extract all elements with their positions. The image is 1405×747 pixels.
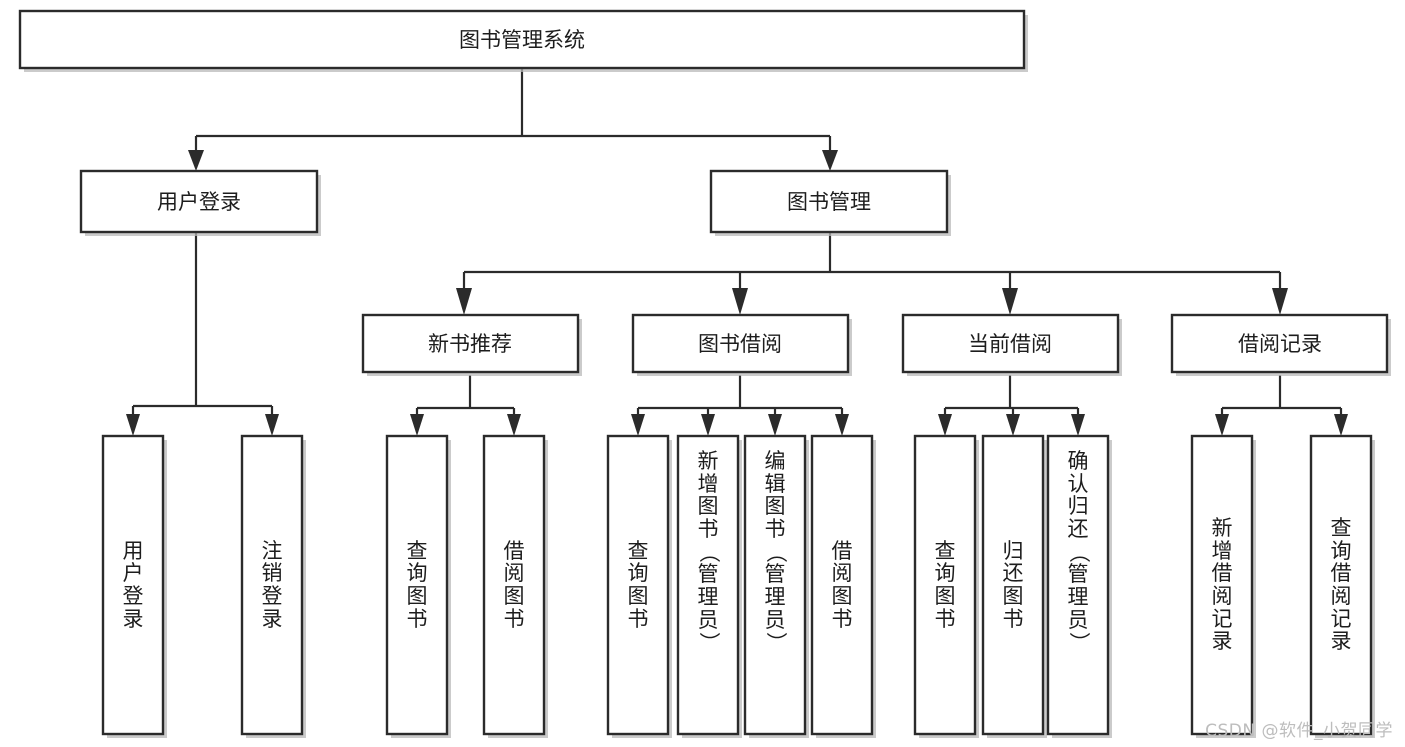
leaf-rect-return-book[interactable]: [981, 434, 1045, 736]
connector-group-new-book-recommend: [410, 375, 521, 436]
leaf-rect-edit-book[interactable]: [743, 434, 807, 736]
leaf-rect-add-book[interactable]: [676, 434, 740, 736]
leaf-rect-logout[interactable]: [240, 434, 304, 736]
leaf-rect-query-book-1[interactable]: [385, 434, 449, 736]
leaf-rect-borrow-book-1[interactable]: [482, 434, 546, 736]
csdn-watermark: CSDN @软件_小贺同学: [1205, 721, 1393, 741]
arrow-head-leaf-query-book-2: [631, 414, 645, 436]
node-root[interactable]: 图书管理系统: [18, 9, 1028, 72]
connector-group-borrow-record: [1215, 375, 1348, 436]
node-book-borrow[interactable]: 图书借阅: [631, 313, 852, 376]
arrow-head-leaf-query-book-3: [938, 414, 952, 436]
leaf-rect-query-book-3[interactable]: [913, 434, 977, 736]
arrow-head-leaf-edit-book: [768, 414, 782, 436]
node-new-book-recommend[interactable]: 新书推荐: [361, 313, 582, 376]
arrow-head-leaf-confirm-return: [1071, 414, 1085, 436]
arrow-head-user-login: [188, 150, 204, 171]
node-root-rect[interactable]: [18, 9, 1026, 70]
connector-group-user-login: [126, 232, 279, 436]
node-current-borrow[interactable]: 当前借阅: [901, 313, 1122, 376]
node-user-login[interactable]: 用户登录: [79, 169, 321, 236]
node-book-management-rect[interactable]: [709, 169, 949, 234]
connector-group-current-borrow: [938, 375, 1085, 436]
leaf-rect-query-record[interactable]: [1309, 434, 1373, 736]
node-new-book-recommend-rect[interactable]: [361, 313, 580, 374]
leaf-rect-confirm-return[interactable]: [1046, 434, 1110, 736]
arrow-head-leaf-borrow-book-1: [507, 414, 521, 436]
connector-group-book-management: [456, 232, 1288, 315]
leaf-rect-user-login[interactable]: [101, 434, 165, 736]
arrow-head-leaf-query-book-1: [410, 414, 424, 436]
arrow-head-new-book-recommend: [456, 288, 472, 315]
node-borrow-record-rect[interactable]: [1170, 313, 1389, 374]
leaf-rect-query-book-2[interactable]: [606, 434, 670, 736]
arrow-head-borrow-record: [1272, 288, 1288, 315]
node-current-borrow-label: 当前借阅: [968, 332, 1052, 356]
leaf-rect-add-record[interactable]: [1190, 434, 1254, 736]
arrow-head-book-management: [822, 150, 838, 171]
leaf-rect-borrow-book-2[interactable]: [810, 434, 874, 736]
leaf-boxes: [101, 434, 1375, 738]
arrow-head-leaf-add-record: [1215, 414, 1229, 436]
node-borrow-record-label: 借阅记录: [1238, 332, 1322, 356]
arrow-head-book-borrow: [732, 288, 748, 315]
arrow-head-leaf-query-record: [1334, 414, 1348, 436]
node-user-login-label: 用户登录: [157, 190, 241, 214]
node-user-login-rect[interactable]: [79, 169, 319, 234]
node-book-management[interactable]: 图书管理: [709, 169, 951, 236]
connector-group-book-borrow: [631, 375, 849, 436]
node-root-label: 图书管理系统: [459, 28, 585, 52]
node-current-borrow-rect[interactable]: [901, 313, 1120, 374]
arrow-head-current-borrow: [1002, 288, 1018, 315]
connector-group-root: [188, 68, 838, 171]
arrow-head-leaf-user-login: [126, 414, 140, 436]
arrow-head-leaf-return-book: [1006, 414, 1020, 436]
node-book-management-label: 图书管理: [787, 190, 871, 214]
arrow-head-leaf-borrow-book-2: [835, 414, 849, 436]
node-new-book-recommend-label: 新书推荐: [428, 332, 512, 356]
node-borrow-record[interactable]: 借阅记录: [1170, 313, 1391, 376]
node-book-borrow-label: 图书借阅: [698, 332, 782, 356]
arrow-head-leaf-logout: [265, 414, 279, 436]
arrow-head-leaf-add-book: [701, 414, 715, 436]
node-book-borrow-rect[interactable]: [631, 313, 850, 374]
